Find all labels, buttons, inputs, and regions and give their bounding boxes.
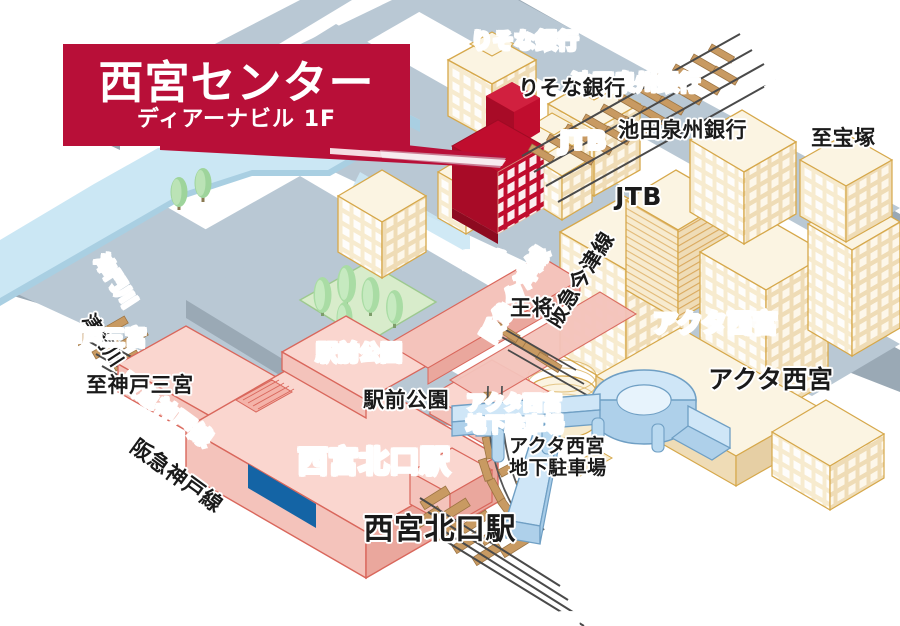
callout-subtitle: ディアーナビル 1F — [136, 106, 337, 132]
label-acta-nishinomiya: アクタ西宮 アクタ西宮 — [651, 308, 834, 394]
callout-box[interactable]: 西宮センター ディアーナビル 1F — [63, 44, 410, 146]
pedestrian-deck — [451, 369, 732, 545]
railway-imazu-line-north — [521, 33, 777, 203]
label-resona-bank: りそな銀行 りそな銀行 — [470, 27, 626, 100]
label-ekimae-park: 駅前公園 駅前公園 — [315, 339, 450, 412]
label-to-kobe-sannomiya: 至神戸三宮 至神戸三宮 — [38, 324, 194, 397]
label-nishinomiya-kitaguchi-station: 西宮北口駅 西宮北口駅 — [296, 444, 516, 547]
label-to-osaka-umeda: 至大阪梅田 至大阪梅田 — [558, 609, 668, 626]
building-ohsho — [336, 169, 428, 280]
label-jtb: JTB JTB — [558, 125, 662, 211]
label-ikeda-senshu-bank: 池田泉州銀行 池田泉州銀行 — [570, 69, 748, 142]
label-to-takarazuka: 至宝塚 至宝塚 — [763, 77, 876, 150]
label-ohsho: 王将 王将 — [462, 247, 554, 320]
misc-ground-detail — [564, 449, 614, 477]
callout-title: 西宮センター — [98, 55, 375, 109]
label-acta-parking-line2: 地下駐車場 地下駐車場 — [465, 413, 607, 479]
acta-nishinomiya-complex — [558, 109, 900, 512]
riverside-trees — [170, 168, 212, 210]
label-acta-parking-line1: アクタ西宮 アクタ西宮 — [465, 391, 605, 457]
